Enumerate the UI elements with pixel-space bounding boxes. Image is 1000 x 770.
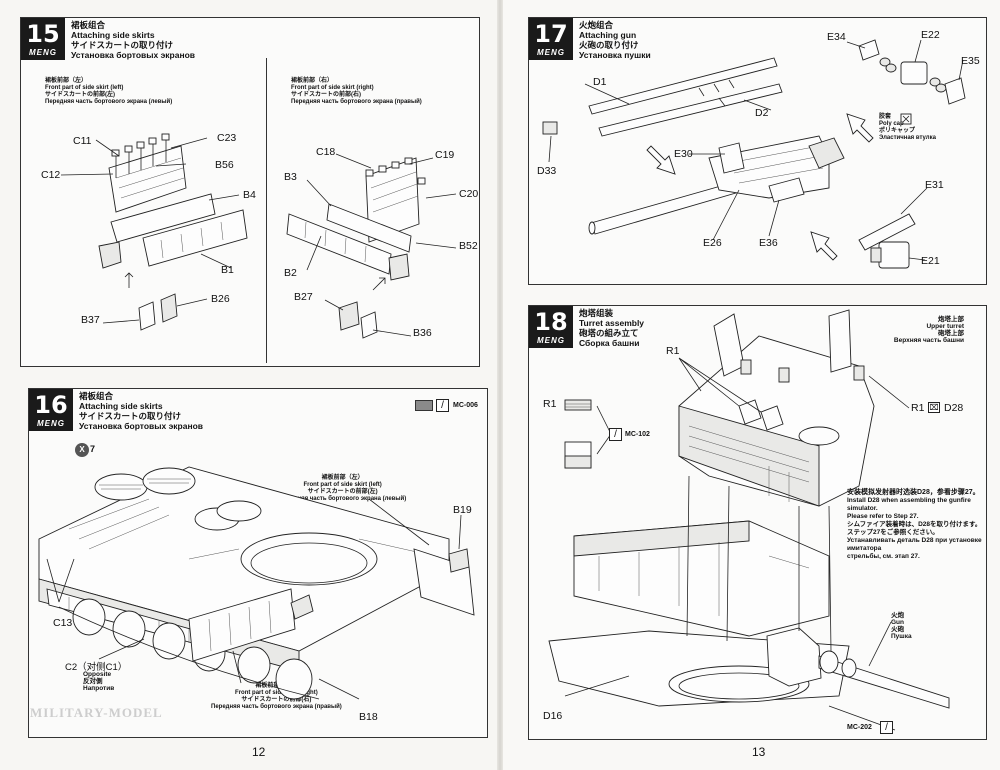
gun-drawing [542, 39, 966, 269]
label-e26: E26 [703, 237, 722, 249]
label-e36: E36 [759, 237, 778, 249]
step-15-panel: 15 MENG 裙板组合 Attaching side skirts サイドスカ… [20, 17, 480, 367]
paint-code: MC-006 [453, 402, 478, 409]
label-d28: D28 [944, 402, 964, 414]
label-b52: B52 [459, 240, 478, 252]
front-right-caption: 裙板前部（右）Front part of side skirt (right) … [211, 683, 342, 710]
step-number: 17 [534, 20, 568, 48]
cement-icon: ⌧ [928, 402, 940, 413]
step-number: 16 [34, 391, 68, 419]
label-c20: C20 [459, 188, 479, 200]
label-e34: E34 [827, 31, 846, 43]
repeat-x-icon: X [75, 443, 89, 457]
step-17-badge: 17 MENG [529, 18, 573, 60]
paint-code-r1: MC-102 [625, 431, 650, 438]
page-number-left: 12 [252, 745, 266, 759]
label-e31: E31 [925, 179, 944, 191]
label-b1: B1 [221, 264, 234, 276]
label-b26: B26 [211, 293, 230, 305]
label-e30: E30 [674, 148, 693, 160]
label-c19: C19 [435, 149, 455, 161]
step-15-drawing [60, 133, 457, 339]
front-right-caption: 裙板前部（右）Front part of side skirt (right) … [291, 78, 422, 105]
label-b19: B19 [453, 504, 472, 516]
right-skirt-assembly [286, 153, 457, 339]
label-b18: B18 [359, 711, 378, 723]
page-gutter [497, 0, 503, 770]
label-e21: E21 [921, 255, 940, 267]
label-c2: C2（对侧C1） [65, 662, 128, 673]
label-b2: B2 [284, 267, 297, 279]
label-b27: B27 [294, 291, 313, 303]
meng-logo: MENG [537, 336, 565, 345]
label-b4: B4 [243, 189, 256, 201]
label-b3: B3 [284, 171, 297, 183]
step-16-badge: 16 MENG [29, 389, 73, 431]
paint-swatch [415, 400, 433, 411]
step-number: 18 [534, 308, 568, 336]
label-c11: C11 [73, 135, 92, 147]
label-d1: D1 [593, 76, 607, 88]
front-left-caption: 裙板前部（左）Front part of side skirt (left) サ… [279, 475, 407, 502]
step-number: 15 [26, 20, 60, 48]
brush-icon: / [436, 399, 449, 412]
step-15-badge: 15 MENG [21, 18, 65, 60]
label-e35: E35 [961, 55, 980, 67]
label-d33: D33 [537, 165, 557, 177]
label-e22: E22 [921, 29, 940, 41]
label-c12: C12 [41, 169, 61, 181]
repeat-count: 7 [90, 444, 96, 454]
turret-drawing [548, 309, 950, 731]
page-number-right: 13 [752, 745, 766, 759]
left-skirt-assembly [60, 133, 248, 331]
option-note: 安装模拟发射器时选装D28，参看步骤27。 Install D28 when a… [847, 489, 982, 560]
label-d2: D2 [755, 107, 769, 119]
brush-icon: / [880, 721, 893, 734]
front-left-caption: 裙板前部（左）Front part of side skirt (left) サ… [45, 78, 173, 105]
step-15-title: 裙板组合 Attaching side skirts サイドスカートの取り付け … [71, 20, 196, 60]
label-b56: B56 [215, 159, 234, 171]
label-c18: C18 [316, 146, 336, 158]
label-d16: D16 [543, 710, 563, 722]
label-b36: B36 [413, 327, 432, 339]
step-18-badge: 18 MENG [529, 306, 573, 348]
label-c13: C13 [53, 617, 73, 629]
brush-icon: / [609, 428, 622, 441]
meng-logo: MENG [37, 419, 65, 428]
paint-code-gun: MC-202 [847, 724, 872, 731]
label-r1-right: R1 [911, 402, 925, 414]
watermark: MILITARY-MODEL [30, 705, 163, 720]
label-r1-top: R1 [666, 345, 680, 357]
label-c23: C23 [217, 132, 237, 144]
label-r1-inset: R1 [543, 398, 557, 410]
label-b37: B37 [81, 314, 100, 326]
meng-logo: MENG [29, 48, 57, 57]
tank-hull-drawing [38, 466, 475, 700]
step-15-divider [266, 58, 267, 363]
meng-logo: MENG [537, 48, 565, 57]
